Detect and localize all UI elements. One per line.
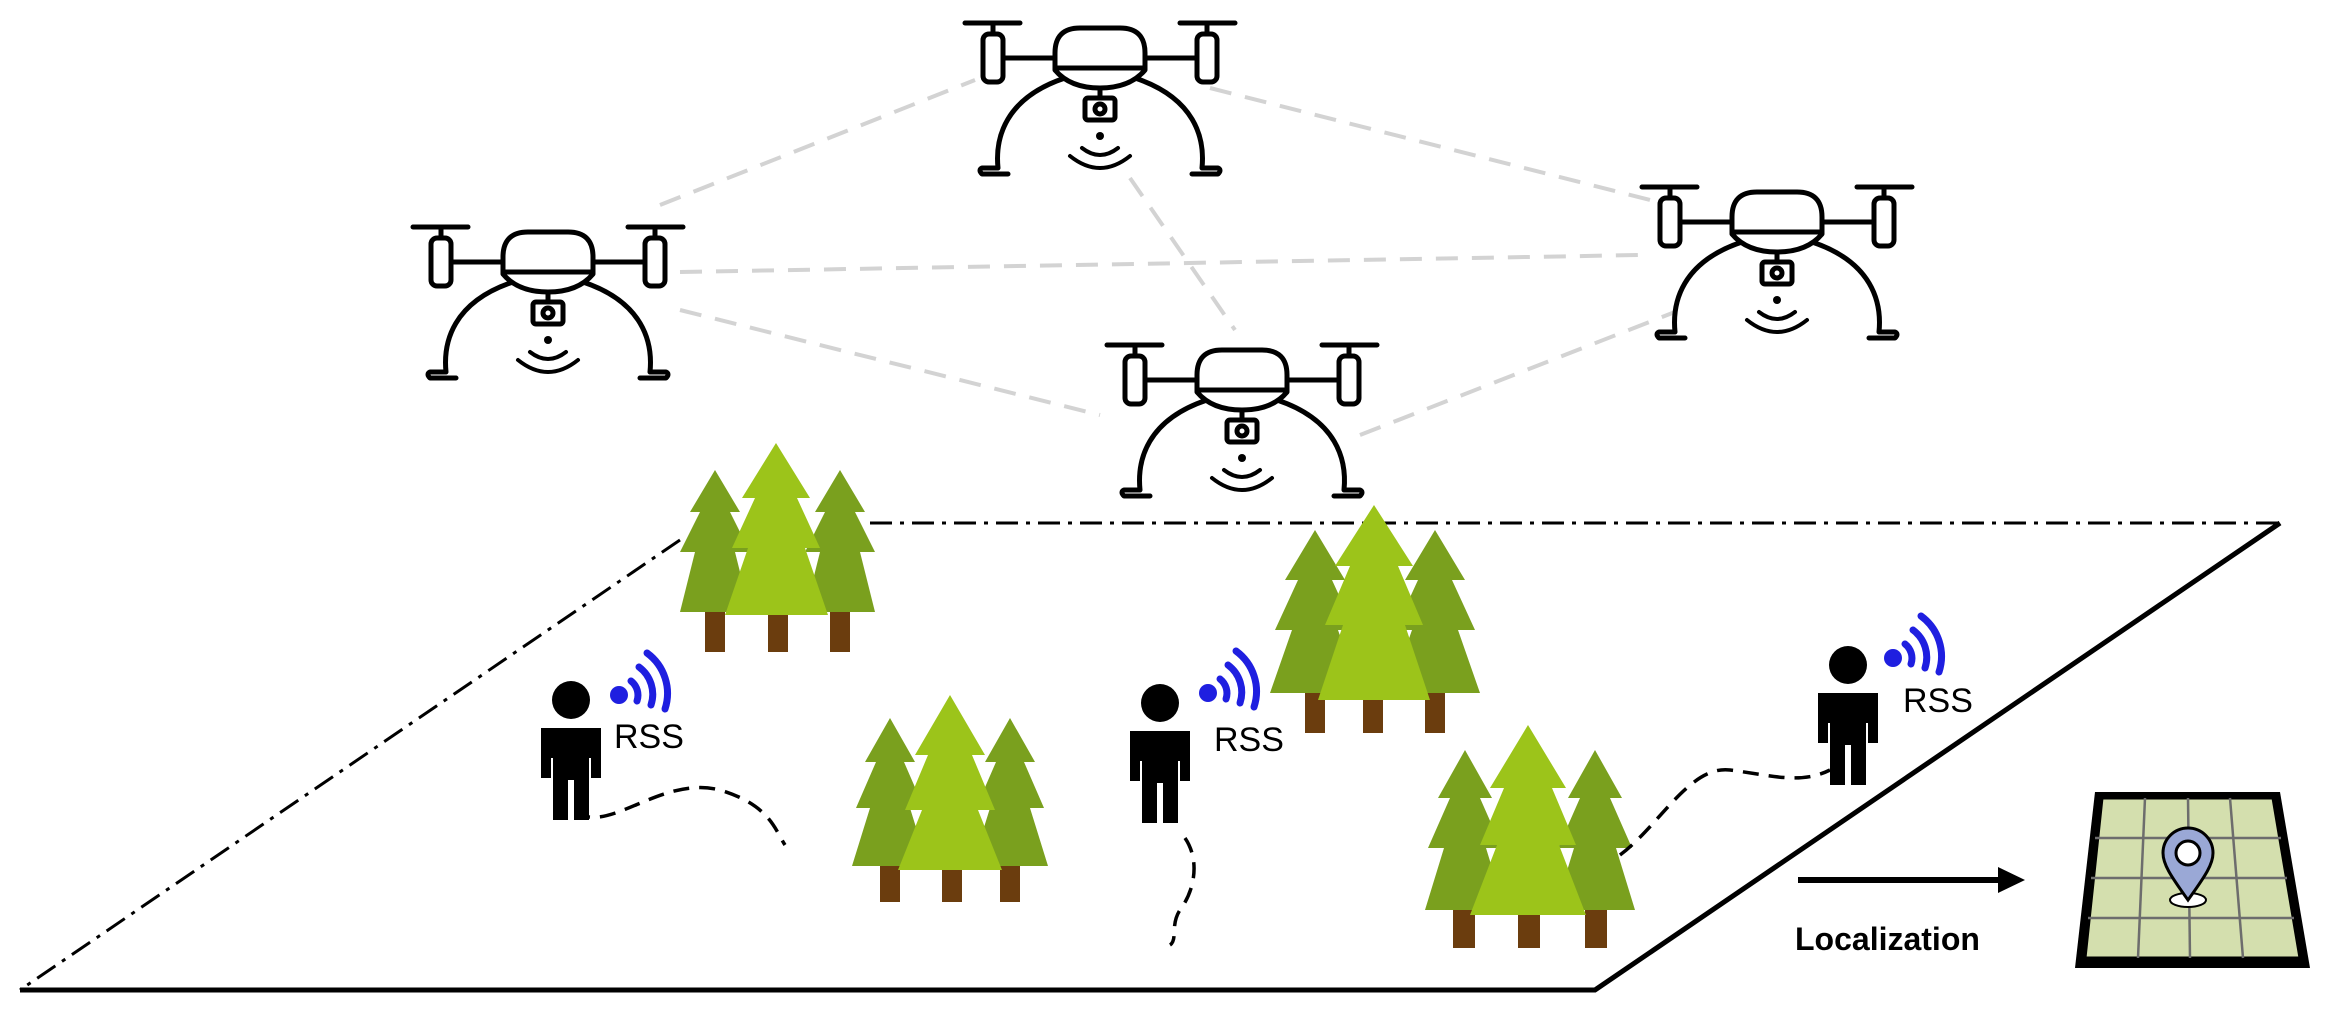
drone-right <box>1642 187 1912 338</box>
person-icon <box>1818 646 1878 785</box>
tree-cluster-2 <box>1270 505 1480 733</box>
trajectories <box>574 768 1831 947</box>
drone-left <box>413 227 683 378</box>
drone-icon <box>965 23 1235 174</box>
drone-top <box>965 23 1235 174</box>
rss-label-middle: RSS <box>1214 721 1284 759</box>
drone-icon <box>1642 187 1912 338</box>
rss-label-left: RSS <box>614 718 684 756</box>
drone-links <box>659 78 1681 437</box>
localization-label: Localization <box>1795 921 1980 957</box>
drone-icon <box>1107 345 1377 496</box>
tree-icon <box>852 695 1048 902</box>
tree-cluster-4 <box>1425 725 1635 948</box>
wifi-signal-icon <box>1884 616 1942 672</box>
tree-cluster-3 <box>852 695 1048 902</box>
rss-label-right: RSS <box>1903 682 1973 720</box>
wifi-signal-icon <box>610 653 668 709</box>
tree-icon <box>1270 505 1480 733</box>
drone-center <box>1107 345 1377 496</box>
map-pin-icon <box>2075 792 2310 968</box>
drone-icon <box>413 227 683 378</box>
tree-cluster-1 <box>680 443 875 652</box>
wifi-signal-icon <box>1199 651 1257 707</box>
arrow-right-icon <box>1798 867 2025 893</box>
tree-icon <box>680 443 875 652</box>
tree-icon <box>1425 725 1635 948</box>
person-icon <box>541 681 601 820</box>
person-icon <box>1130 684 1190 823</box>
ground-plane <box>19 520 2282 993</box>
